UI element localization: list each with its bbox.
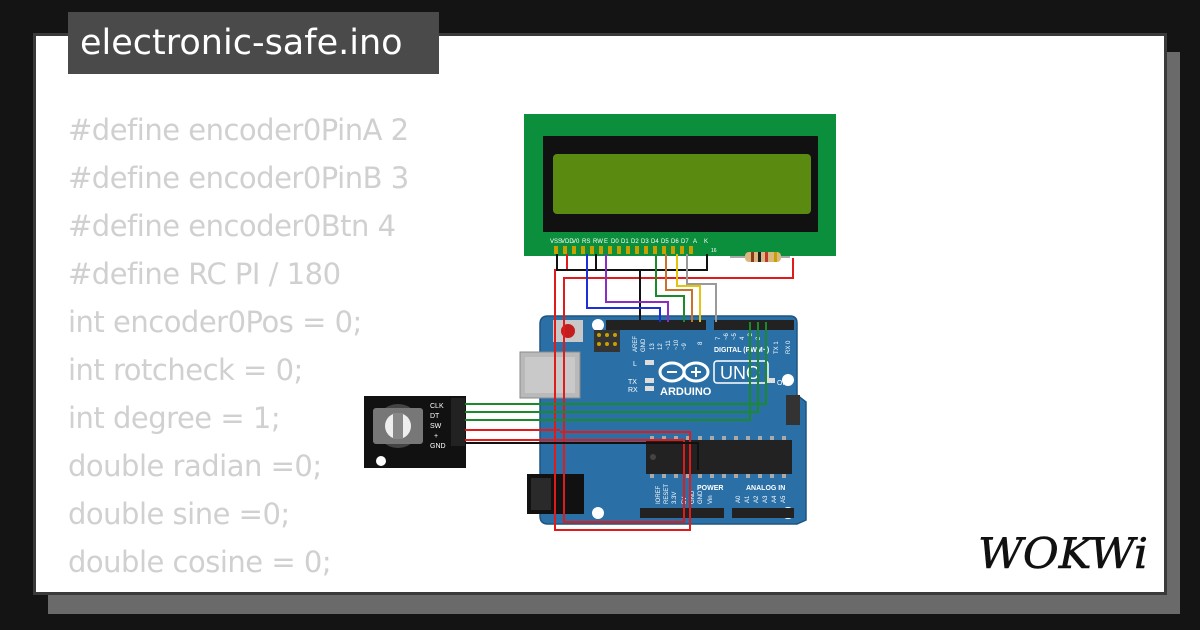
wokwi-logo: WOKWi bbox=[978, 529, 1149, 579]
pin-label: 13 bbox=[650, 343, 656, 350]
led-label: L bbox=[633, 361, 637, 368]
code-line: #define encoder0PinB 3 bbox=[68, 161, 409, 195]
code-line: double radian =0; bbox=[68, 449, 322, 483]
lcd-pin-number: 16 bbox=[711, 248, 717, 254]
wires bbox=[465, 254, 794, 531]
lcd-pin-label: D4 bbox=[651, 239, 659, 245]
lcd-1602-display[interactable]: VSS VDD V0 RS RW E D0 D1 D2 D3 D4 D5 D6 … bbox=[524, 114, 836, 256]
pin-label: 8 bbox=[698, 341, 704, 345]
lcd-pin-label: D6 bbox=[671, 239, 679, 245]
encoder-pin-label: SW bbox=[430, 423, 442, 430]
led-label: RX bbox=[628, 387, 638, 394]
pin-label: ~5 bbox=[732, 332, 738, 340]
lcd-pin-label: D7 bbox=[681, 239, 689, 245]
power-pin-label: GND bbox=[698, 490, 704, 504]
code-line: #define RC PI / 180 bbox=[68, 257, 341, 291]
lcd-pin-label: A bbox=[693, 239, 697, 245]
pin-label: ~11 bbox=[666, 340, 672, 350]
lcd-pin-label: D2 bbox=[631, 239, 639, 245]
encoder-pin-label: DT bbox=[430, 413, 440, 420]
code-line: #define encoder0PinA 2 bbox=[68, 113, 409, 147]
led-label: TX bbox=[628, 379, 637, 386]
encoder-pin-label: CLK bbox=[430, 403, 444, 410]
lcd-pin-label: E bbox=[604, 239, 608, 245]
code-line: double cosine = 0; bbox=[68, 545, 332, 579]
wokwi-wordmark: WOKWi bbox=[978, 529, 1148, 578]
rotary-encoder[interactable]: CLK DT SW + GND bbox=[364, 396, 466, 468]
power-pin-label: IOREF bbox=[656, 485, 662, 504]
analog-pin-label: A0 bbox=[736, 495, 742, 503]
pin-label: RX 0 bbox=[786, 340, 792, 354]
lcd-pin-label: RW bbox=[593, 239, 603, 245]
code-line: #define encoder0Btn 4 bbox=[68, 209, 396, 243]
pin-label: 12 bbox=[658, 343, 664, 350]
code-line: int encoder0Pos = 0; bbox=[68, 305, 362, 339]
analog-pin-label: A4 bbox=[772, 495, 778, 503]
encoder-pin-label: GND bbox=[430, 443, 446, 450]
lcd-pin-label: RS bbox=[582, 239, 590, 245]
board-brand: ARDUINO bbox=[660, 386, 712, 398]
pin-label: 7 bbox=[716, 336, 722, 340]
file-title: electronic-safe.ino bbox=[68, 12, 439, 74]
pin-label: ~9 bbox=[682, 342, 688, 350]
power-label: POWER bbox=[697, 485, 723, 492]
code-line: int degree = 1; bbox=[68, 401, 281, 435]
analog-pin-label: A3 bbox=[763, 495, 769, 503]
code-line: double sine =0; bbox=[68, 497, 290, 531]
analog-pin-label: A1 bbox=[745, 495, 751, 503]
gnd-label: GND bbox=[641, 338, 647, 352]
lcd-pin-label: D3 bbox=[641, 239, 649, 245]
pin-label: ~6 bbox=[724, 332, 730, 340]
lcd-pin-label: VDD bbox=[561, 239, 574, 245]
digital-label: DIGITAL (PWM~) bbox=[714, 347, 769, 354]
analog-pin-label: A5 bbox=[781, 495, 787, 503]
code-line: int rotcheck = 0; bbox=[68, 353, 303, 387]
resistor[interactable] bbox=[730, 252, 790, 262]
lcd-pin-label: V0 bbox=[572, 239, 580, 245]
analog-pin-label: A2 bbox=[754, 495, 760, 503]
lcd-pin-label: VSS bbox=[550, 239, 562, 245]
pin-label: TX 1 bbox=[774, 341, 780, 354]
analog-label: ANALOG IN bbox=[746, 485, 785, 492]
code-preview: #define encoder0PinA 2 #define encoder0P… bbox=[68, 106, 508, 592]
power-pin-label: GND bbox=[690, 490, 696, 504]
lcd-pin-label: K bbox=[704, 239, 708, 245]
power-pin-label: 3.3V bbox=[672, 492, 678, 504]
on-label: ON bbox=[777, 380, 788, 387]
encoder-pin-label: + bbox=[434, 433, 438, 440]
power-pin-label: RESET bbox=[664, 484, 670, 504]
aref-label: AREF bbox=[633, 336, 639, 352]
lcd-pin-label: D0 bbox=[611, 239, 619, 245]
arduino-logo-icon bbox=[658, 361, 710, 383]
lcd-pin-label: D1 bbox=[621, 239, 629, 245]
lcd-pin-label: D5 bbox=[661, 239, 669, 245]
pin-label: 4 bbox=[740, 336, 746, 340]
power-pin-label: Vin bbox=[708, 495, 714, 504]
board-model: UNO bbox=[720, 363, 760, 383]
pin-label: ~10 bbox=[674, 339, 680, 350]
